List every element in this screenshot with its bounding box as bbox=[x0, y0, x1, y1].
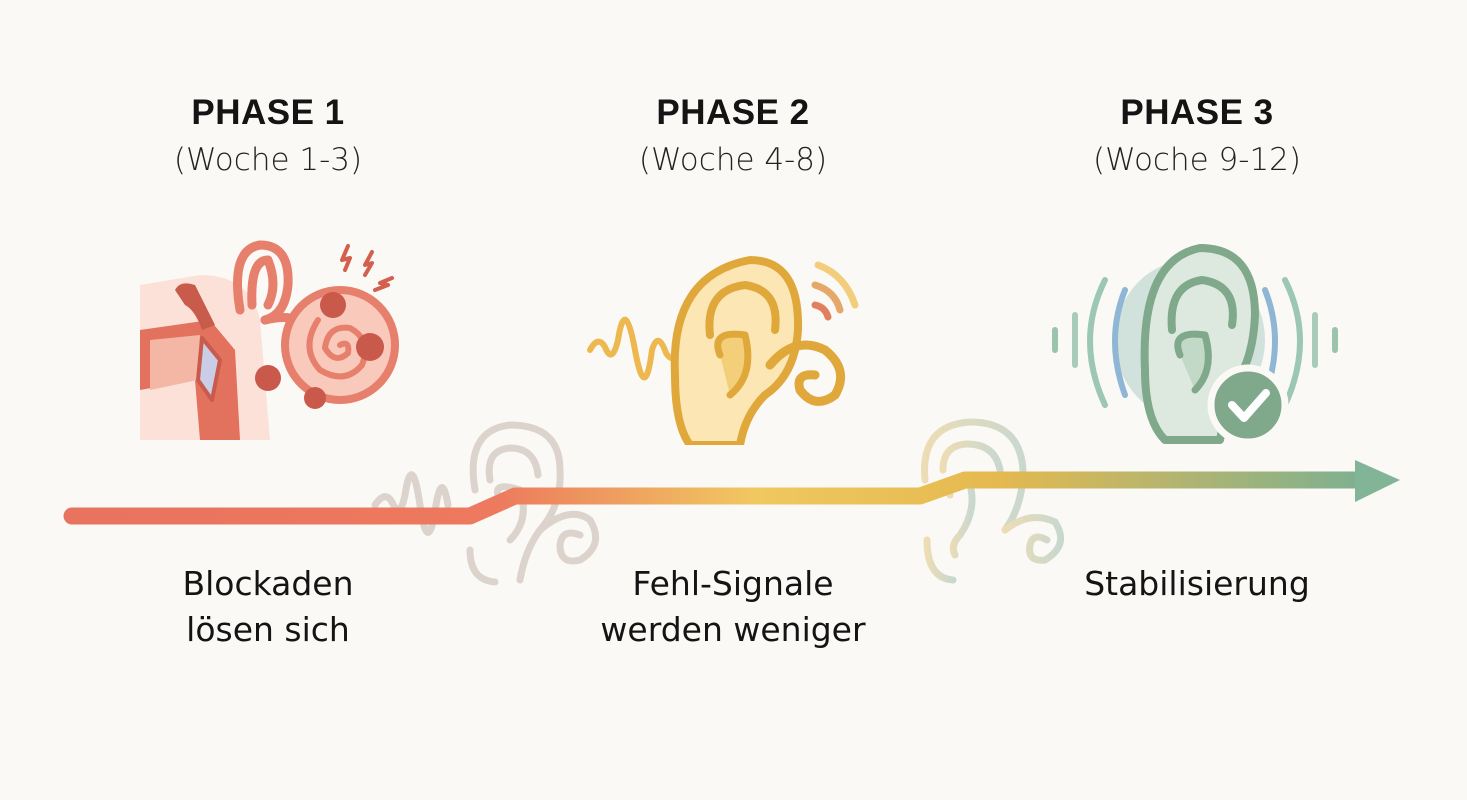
phase-1-caption-line1: Blockaden bbox=[182, 564, 354, 603]
phase-2-caption-line2: werden weniger bbox=[600, 610, 866, 649]
ear-checkmark-icon bbox=[1050, 230, 1340, 445]
phase-3-caption: Stabilisierung bbox=[987, 561, 1407, 607]
progress-timeline-arrow bbox=[60, 450, 1410, 530]
phase-1-header: PHASE 1 (Woche 1-3) bbox=[88, 92, 448, 182]
faded-ear-transition-2-icon bbox=[905, 410, 1085, 590]
phase-3-weeks: (Woche 9-12) bbox=[1093, 142, 1301, 178]
phase-1-caption: Blockaden lösen sich bbox=[58, 561, 478, 653]
phase-2-header: PHASE 2 (Woche 4-8) bbox=[553, 92, 913, 182]
phase-2-weeks: (Woche 4-8) bbox=[638, 142, 828, 178]
inner-ear-blockage-icon bbox=[140, 230, 400, 440]
phase-3-header: PHASE 3 (Woche 9-12) bbox=[1017, 92, 1377, 182]
phase-2-title: PHASE 2 bbox=[656, 93, 810, 132]
ear-soundwave-icon bbox=[580, 235, 870, 445]
phase-1-title: PHASE 1 bbox=[191, 93, 345, 132]
phase-1-weeks: (Woche 1-3) bbox=[173, 142, 363, 178]
phase-3-title: PHASE 3 bbox=[1120, 93, 1274, 132]
faded-ear-transition-1-icon bbox=[370, 410, 600, 590]
phase-3-caption-line1: Stabilisierung bbox=[1084, 564, 1310, 603]
phase-2-caption: Fehl-Signale werden weniger bbox=[523, 561, 943, 653]
phase-1-caption-line2: lösen sich bbox=[186, 610, 350, 649]
phase-2-caption-line1: Fehl-Signale bbox=[632, 564, 834, 603]
